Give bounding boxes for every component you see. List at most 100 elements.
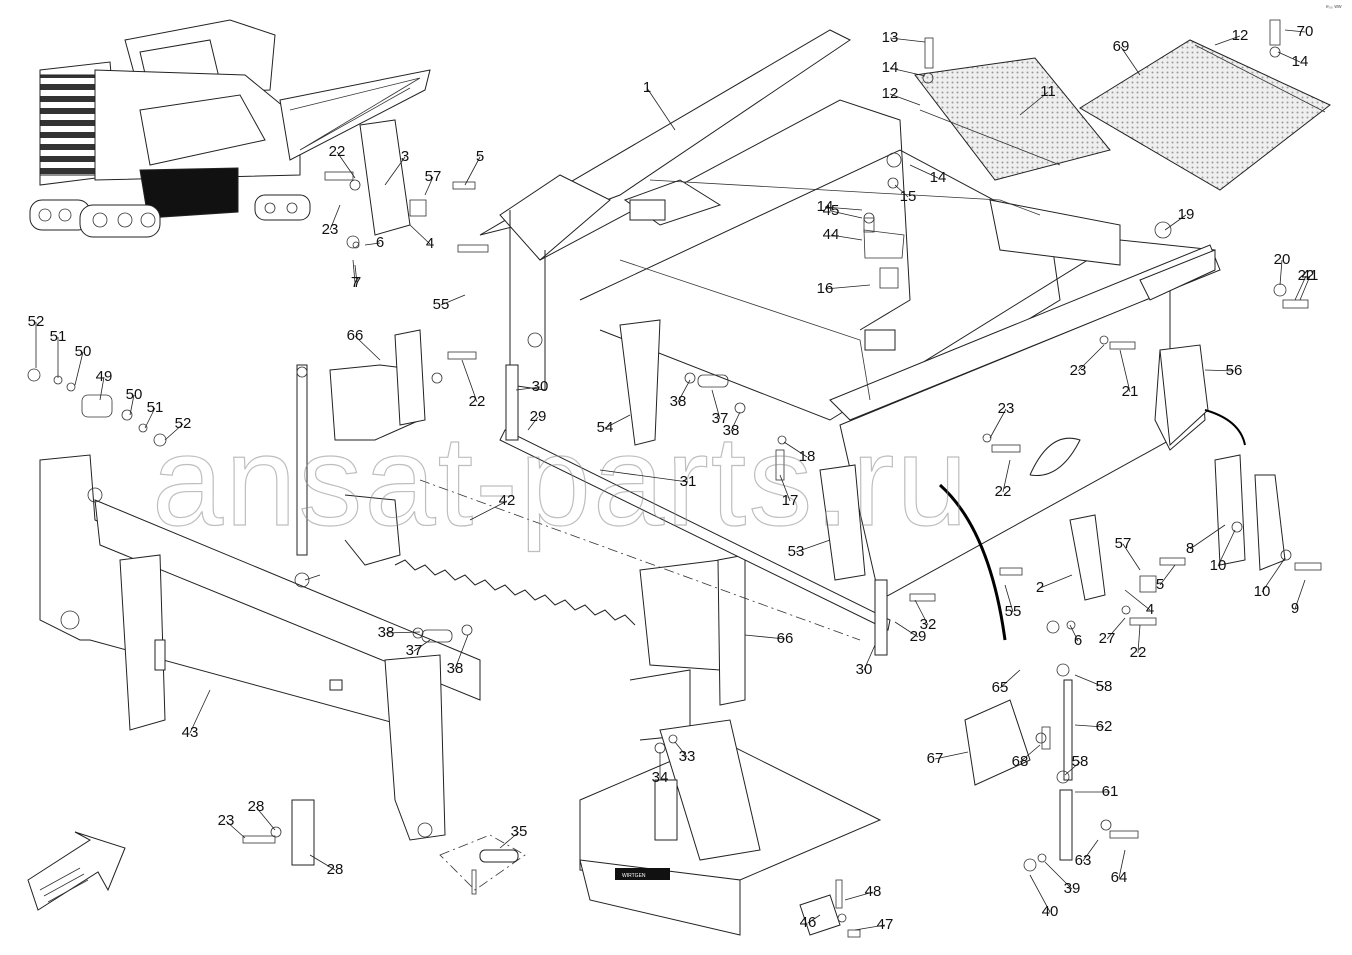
bracket-66-bottom <box>717 554 746 706</box>
callout-15: 15 <box>900 188 917 205</box>
callout-20: 20 <box>1274 251 1291 268</box>
callout-65: 65 <box>992 679 1009 696</box>
leader-line-35 <box>499 831 520 849</box>
callout-57: 57 <box>425 168 442 185</box>
leader-line-21 <box>1119 349 1131 393</box>
leader-line-15 <box>894 184 909 198</box>
leader-line-31 <box>599 469 689 483</box>
callout-7: 7 <box>351 274 359 291</box>
leader-line-65 <box>999 669 1021 689</box>
leader-line-6 <box>364 242 381 246</box>
callout-11: 11 <box>1040 83 1056 100</box>
leader-line-22 <box>461 359 478 403</box>
callout-48: 48 <box>865 883 882 900</box>
callout-22: 22 <box>469 393 486 410</box>
callout-6: 6 <box>1074 632 1082 649</box>
callout-3: 3 <box>401 148 409 165</box>
callout-55: 55 <box>1005 603 1022 620</box>
leader-line-22 <box>1137 624 1141 654</box>
leader-line-23 <box>225 820 246 839</box>
bracket-53 <box>819 464 866 581</box>
callout-68: 68 <box>1012 753 1029 770</box>
callout-38: 38 <box>723 422 740 439</box>
callout-9: 9 <box>1291 600 1299 617</box>
leader-line-57 <box>424 176 434 196</box>
leader-line-38 <box>454 634 469 670</box>
leader-line-5 <box>1159 564 1176 586</box>
leader-line-4 <box>1124 589 1151 611</box>
leader-line-42 <box>469 500 508 521</box>
bracket-54 <box>619 319 661 446</box>
leader-line-14 <box>889 67 926 77</box>
leader-line-66 <box>354 335 381 361</box>
leader-line-62 <box>1074 724 1105 728</box>
leader-line-55 <box>1004 584 1014 613</box>
callout-66: 66 <box>777 630 794 647</box>
bracket-66-top <box>394 329 426 426</box>
callout-23: 23 <box>1070 362 1087 379</box>
callout-31: 31 <box>680 473 697 490</box>
callout-23: 23 <box>998 400 1015 417</box>
cable-b <box>1204 409 1246 446</box>
leader-line-58 <box>1074 674 1105 688</box>
callout-12: 12 <box>1232 27 1249 44</box>
leader-line-7 <box>354 264 358 284</box>
callout-18: 18 <box>799 448 816 465</box>
callout-64: 64 <box>1111 869 1128 886</box>
callout-7: 7 <box>353 274 361 291</box>
leader-line-8 <box>1189 524 1226 550</box>
callout-67: 67 <box>927 750 944 767</box>
leader-line-43 <box>189 689 211 734</box>
callout-38: 38 <box>670 393 687 410</box>
callout-42: 42 <box>499 492 516 509</box>
callout-51: 51 <box>147 399 164 416</box>
callout-45: 45 <box>823 202 840 219</box>
callout-50: 50 <box>75 343 92 360</box>
callout-22: 22 <box>1130 644 1147 661</box>
callout-52: 52 <box>175 415 192 432</box>
leader-line-23 <box>1077 344 1105 372</box>
callout-5: 5 <box>476 148 484 165</box>
wirtgen-badge: WIRTGEN <box>622 873 646 879</box>
leader-line-37 <box>711 389 721 420</box>
callout-10: 10 <box>1254 583 1271 600</box>
leader-line-39 <box>1044 861 1073 890</box>
leader-line-14 <box>1277 51 1301 63</box>
leader-line-40 <box>1029 874 1051 913</box>
callout-38: 38 <box>378 624 395 641</box>
bracket-3 <box>359 119 411 236</box>
leader-line-20 <box>1279 259 1283 286</box>
callout-37: 37 <box>406 642 423 659</box>
callout-34: 34 <box>652 769 669 786</box>
callout-32: 32 <box>920 616 937 633</box>
leader-line-10 <box>1261 557 1286 593</box>
callout-16: 16 <box>817 280 834 297</box>
callout-43: 43 <box>182 724 199 741</box>
leader-line-64 <box>1118 849 1126 879</box>
leader-line-50 <box>129 394 135 416</box>
callout-52: 52 <box>28 313 45 330</box>
callout-37: 37 <box>712 410 729 427</box>
cable-a <box>938 483 1007 641</box>
plate-30-bottom <box>874 579 888 656</box>
leader-line-49 <box>99 376 105 401</box>
callout-50: 50 <box>126 386 143 403</box>
callout-70: 70 <box>1297 23 1314 40</box>
leader-line-22 <box>1294 275 1307 301</box>
callout-29: 29 <box>910 628 927 645</box>
leader-line-16 <box>824 284 871 290</box>
leader-line-28 <box>309 854 336 871</box>
lower-beam <box>39 454 481 841</box>
leader-line-3 <box>384 156 406 186</box>
callout-30: 30 <box>532 378 549 395</box>
callout-69: 69 <box>1113 38 1130 55</box>
bracket-8 <box>1214 454 1246 566</box>
leader-line-30 <box>863 644 876 671</box>
leader-line-19 <box>1164 214 1187 231</box>
callout-40: 40 <box>1042 903 1059 920</box>
corner-mark: e₀₀ ww <box>1326 4 1342 10</box>
callout-28: 28 <box>327 861 344 878</box>
callout-28: 28 <box>248 798 265 815</box>
leader-line-10 <box>1217 529 1236 567</box>
